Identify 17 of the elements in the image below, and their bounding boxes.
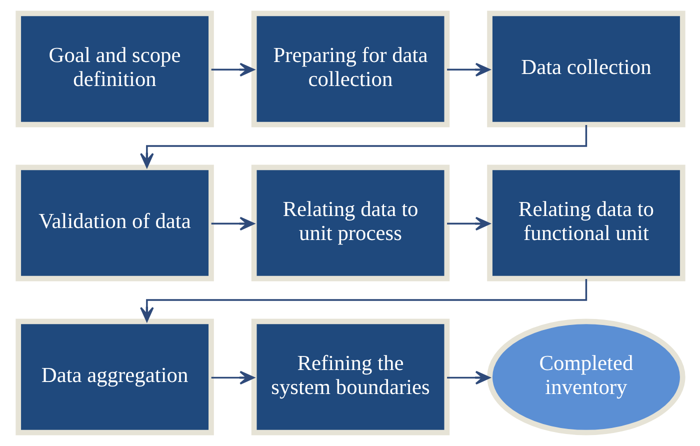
arrow bbox=[446, 370, 490, 385]
arrow bbox=[140, 278, 587, 322]
node-box: Goal and scope definition bbox=[15, 10, 214, 128]
node-box: Relating data to functional unit bbox=[486, 164, 685, 282]
node-ellipse: Completed inventory bbox=[486, 318, 685, 436]
node-box: Validation of data bbox=[15, 164, 214, 282]
node-box: Data aggregation bbox=[15, 318, 214, 436]
node-box: Data collection bbox=[486, 10, 685, 128]
node-box: Refining the system boundaries bbox=[250, 318, 450, 436]
arrow bbox=[210, 62, 254, 77]
arrow bbox=[446, 216, 490, 231]
arrow bbox=[210, 216, 254, 231]
node-box: Relating data to unit process bbox=[250, 164, 450, 282]
arrow bbox=[446, 62, 490, 77]
arrow bbox=[210, 370, 254, 385]
node-box: Preparing for data collection bbox=[250, 10, 450, 128]
arrow bbox=[140, 124, 587, 168]
